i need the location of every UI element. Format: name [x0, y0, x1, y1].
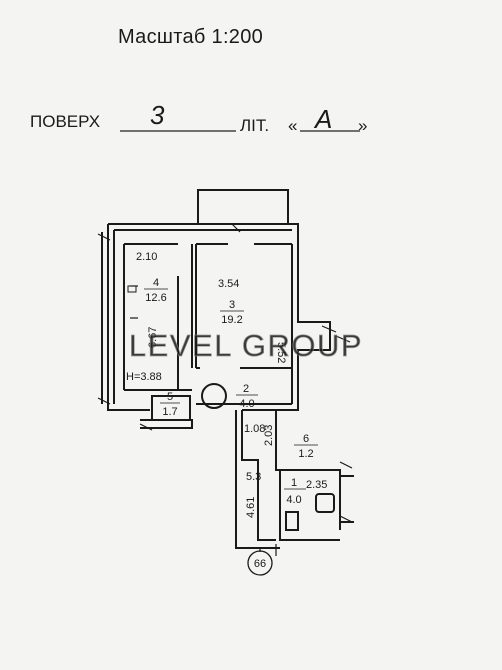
dimension-2-10: 2.10 — [136, 251, 157, 263]
letter-label: ЛІТ. — [240, 116, 269, 135]
scale-title: Масштаб 1:200 — [118, 26, 264, 48]
room-4-area: 12.6 — [145, 292, 166, 304]
height-label: H=3.88 — [126, 371, 162, 383]
dimension-4-61: 4.61 — [245, 497, 257, 518]
building-number: 66 — [254, 558, 266, 570]
floor-line: ПОВЕРХ — [30, 112, 100, 132]
room-1-number: 1 — [291, 477, 297, 489]
dimension-ticks — [97, 223, 353, 556]
dimension-1-08: 1.08 — [244, 423, 265, 435]
room-1-area: 4.0 — [286, 494, 301, 506]
letter-open-quote: « — [288, 116, 297, 135]
plan-walls — [101, 189, 354, 549]
dimension-labels: 2.10 3.54 6.67 5.52 1.08 2.03 5.3 4.61 2… — [126, 251, 327, 518]
building-number-circle — [247, 550, 273, 576]
room-6-area: 1.2 — [298, 448, 313, 460]
dimension-5-52: 5.52 — [275, 342, 287, 363]
floor-label: ПОВЕРХ — [30, 112, 101, 131]
dimension-2-35: 2.35 — [306, 479, 327, 491]
room-2-number: 2 — [243, 383, 249, 395]
stove-icon — [127, 285, 137, 293]
room-2-area: 4.0 — [239, 398, 254, 410]
room-3-area: 19.2 — [221, 314, 242, 326]
room-labels: 4 12.6 3 19.2 5 1.7 2 4.0 6 1.2 1 4.0 — [144, 277, 318, 506]
dimension-2-03: 2.03 — [263, 425, 275, 446]
floor-value: 3 — [150, 100, 165, 130]
letter-value: А — [313, 104, 332, 134]
dimension-6-67: 6.67 — [147, 327, 159, 348]
room-5-number: 5 — [167, 391, 173, 403]
dimension-3-54: 3.54 — [218, 278, 239, 290]
watermark-level-group: LEVEL GROUP — [129, 328, 363, 363]
letter-close-quote: » — [358, 116, 367, 135]
room-6-number: 6 — [303, 433, 309, 445]
room-3-number: 3 — [229, 299, 235, 311]
room-5-area: 1.7 — [162, 406, 177, 418]
room-4-number: 4 — [153, 277, 159, 289]
dimension-5-3: 5.3 — [246, 471, 261, 483]
